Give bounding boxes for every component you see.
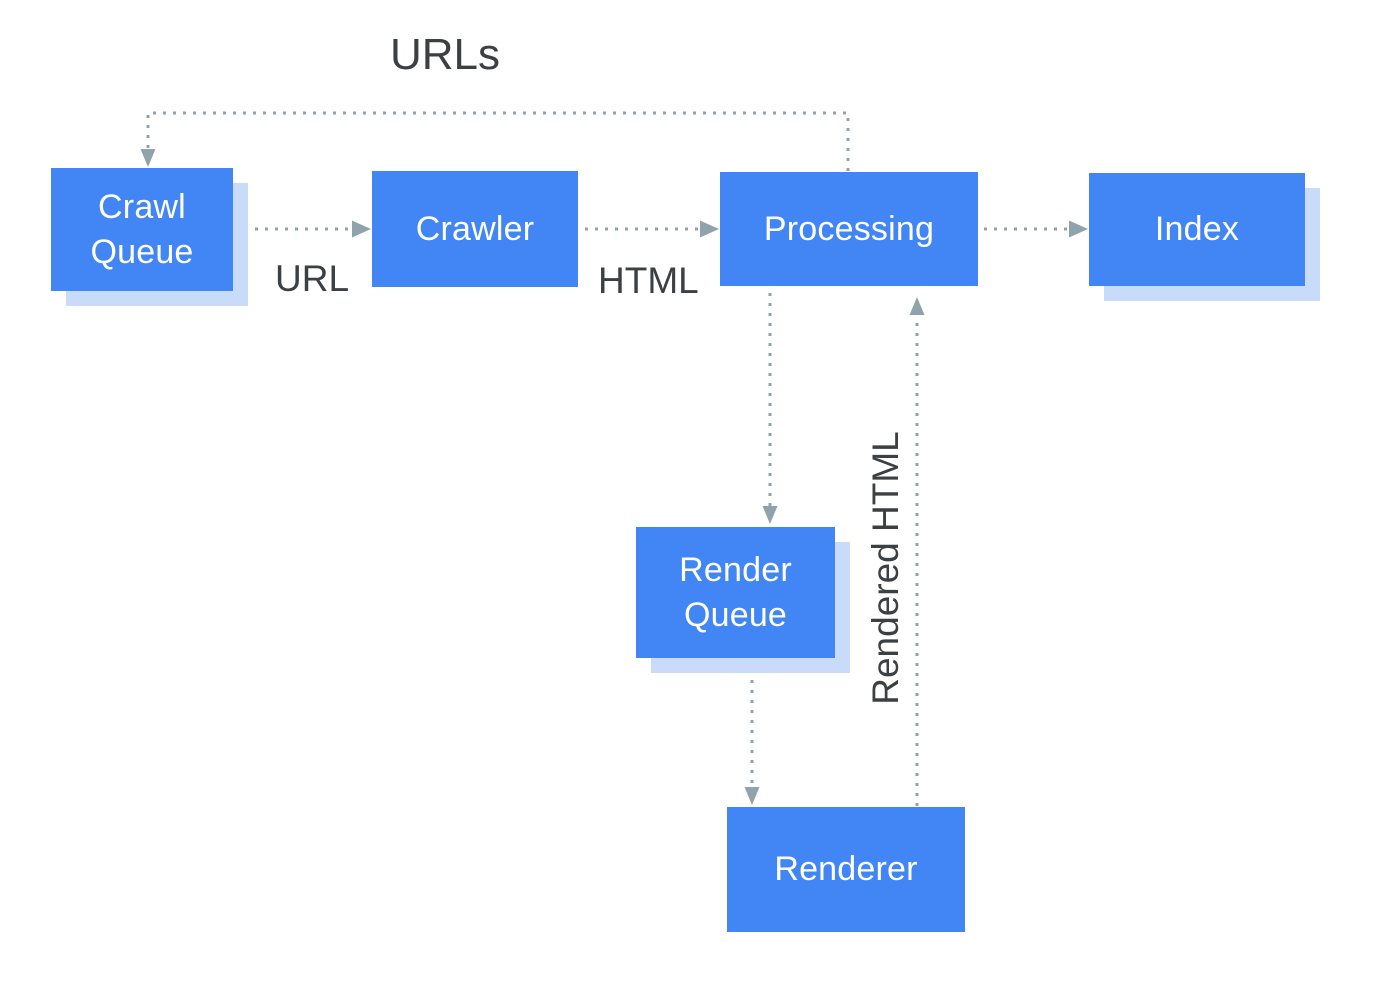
arrowhead-up-processing	[909, 297, 925, 315]
edge-processing-to-crawl-queue	[146, 111, 850, 171]
node-processing: Processing	[720, 172, 978, 286]
arrowhead-right-crawler	[352, 220, 371, 238]
edge-label-urls: URLs	[390, 30, 501, 79]
edge-label-rendered-html: Rendered HTML	[865, 431, 906, 705]
node-crawler-label: Crawler	[415, 209, 535, 248]
node-renderer: Renderer	[727, 807, 965, 932]
edge-label-url: URL	[275, 258, 350, 299]
node-render-queue-label: Render Queue	[679, 550, 792, 634]
edge-label-html: HTML	[598, 260, 699, 301]
node-crawl-queue-label: Crawl Queue	[90, 187, 194, 271]
node-crawl-queue: Crawl Queue	[51, 168, 233, 291]
node-render-queue: Render Queue	[636, 527, 835, 658]
arrowhead-down-renderer	[744, 787, 760, 805]
arrowhead-right-processing	[700, 220, 719, 238]
arrowhead-down-crawl-queue	[140, 149, 156, 167]
node-crawler: Crawler	[372, 171, 578, 287]
arrowhead-right-index	[1069, 220, 1088, 238]
node-renderer-label: Renderer	[774, 850, 918, 889]
node-index: Index	[1089, 173, 1305, 286]
arrowhead-down-render-queue	[762, 506, 778, 524]
node-index-label: Index	[1154, 210, 1240, 249]
node-processing-label: Processing	[763, 209, 935, 248]
